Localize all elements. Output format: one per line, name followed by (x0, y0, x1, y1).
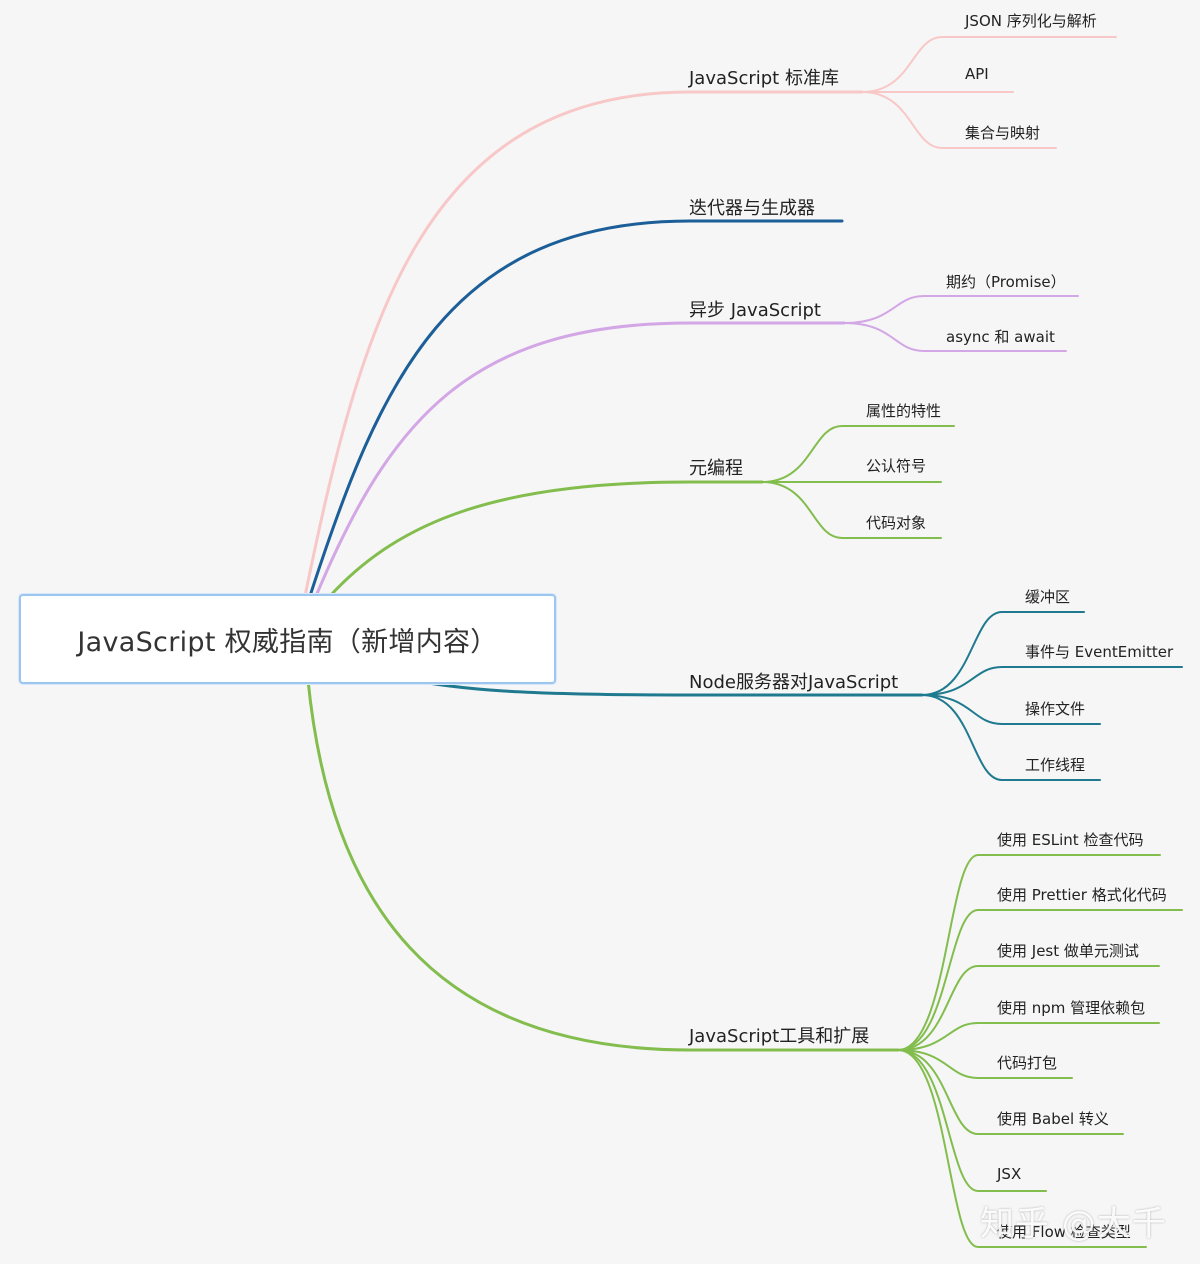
subtopic-connector-metaprogramming-2 (761, 481, 942, 539)
root-topic[interactable]: JavaScript 权威指南（新增内容） (19, 594, 556, 684)
subtopic-eslint[interactable]: 使用 ESLint 检查代码 (997, 831, 1144, 849)
subtopic-connector-tools-1 (897, 909, 1183, 1051)
subtopic-files[interactable]: 操作文件 (1025, 700, 1086, 718)
subtopic-flow[interactable]: 使用 Flow 检查类型 (997, 1223, 1131, 1241)
subtopic-connector-tools-0 (897, 854, 1161, 1051)
subtopic-connector-node-0 (921, 611, 1085, 696)
subtopic-babel[interactable]: 使用 Babel 转义 (997, 1110, 1109, 1128)
subtopic-connector-tools-5 (897, 1049, 1124, 1135)
subtopic-connector-tools-3 (897, 1022, 1160, 1051)
subtopic-async-await[interactable]: async 和 await (946, 328, 1055, 346)
subtopic-connector-tools-2 (897, 965, 1160, 1051)
subtopic-property-attributes[interactable]: 属性的特性 (866, 402, 942, 420)
subtopic-events[interactable]: 事件与 EventEmitter (1025, 643, 1174, 661)
subtopic-well-known-symbols[interactable]: 公认符号 (866, 457, 927, 475)
subtopic-collections[interactable]: 集合与映射 (965, 124, 1041, 142)
watermark: 知乎 @大千 (980, 1204, 1167, 1244)
subtopic-json[interactable]: JSON 序列化与解析 (965, 12, 1097, 30)
subtopic-connector-node-2 (921, 694, 1101, 725)
branch-connector-metaprogramming (328, 480, 764, 598)
subtopic-connector-stdlib-0 (861, 36, 1117, 93)
branch-label-async[interactable]: 异步 JavaScript (689, 300, 821, 321)
branch-label-metaprogramming[interactable]: 元编程 (689, 458, 743, 479)
subtopic-connector-node-3 (921, 694, 1101, 781)
subtopic-buffer[interactable]: 缓冲区 (1025, 588, 1071, 606)
branch-connector-tools (306, 678, 900, 1052)
subtopic-jsx[interactable]: JSX (997, 1165, 1022, 1183)
branch-connector-async (314, 321, 846, 598)
branch-label-stdlib[interactable]: JavaScript 标准库 (689, 68, 839, 89)
subtopic-connector-async-0 (843, 295, 1079, 324)
branch-label-node[interactable]: Node服务器对JavaScript (689, 672, 899, 693)
branch-connector-stdlib (303, 90, 864, 598)
subtopic-connector-metaprogramming-0 (761, 425, 955, 483)
root-title: JavaScript 权威指南（新增内容） (77, 626, 498, 658)
subtopic-connector-async-1 (843, 322, 1067, 352)
subtopic-connector-node-1 (921, 666, 1183, 696)
branch-label-tools[interactable]: JavaScript工具和扩展 (689, 1026, 870, 1047)
subtopic-connector-tools-6 (897, 1049, 1047, 1192)
subtopic-connector-tools-7 (897, 1049, 1147, 1248)
branch-label-iterators[interactable]: 迭代器与生成器 (689, 198, 815, 219)
subtopic-code-objects[interactable]: 代码对象 (866, 514, 927, 532)
subtopic-jest[interactable]: 使用 Jest 做单元测试 (997, 942, 1139, 960)
branch-connector-iterators (308, 219, 844, 598)
subtopic-promise[interactable]: 期约（Promise） (946, 273, 1066, 291)
subtopic-connector-tools-4 (897, 1049, 1073, 1079)
subtopic-npm[interactable]: 使用 npm 管理依赖包 (997, 999, 1146, 1017)
subtopic-api[interactable]: API (965, 65, 989, 83)
subtopic-connector-stdlib-2 (861, 91, 1057, 149)
subtopic-prettier[interactable]: 使用 Prettier 格式化代码 (997, 886, 1167, 904)
subtopic-worker-threads[interactable]: 工作线程 (1025, 756, 1086, 774)
subtopic-bundling[interactable]: 代码打包 (997, 1054, 1058, 1072)
